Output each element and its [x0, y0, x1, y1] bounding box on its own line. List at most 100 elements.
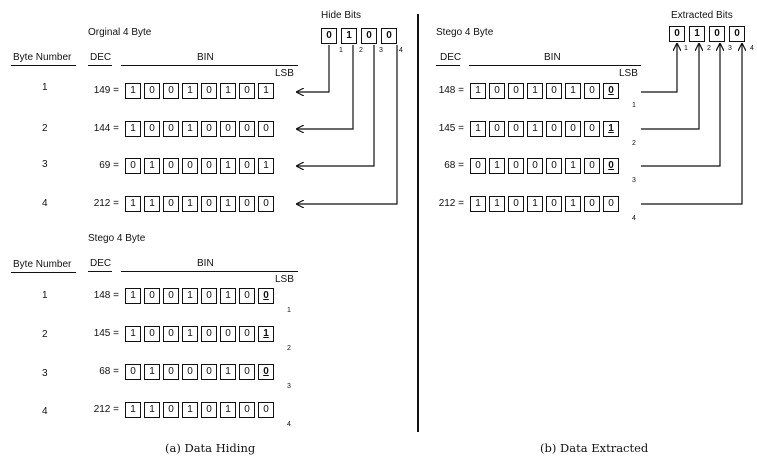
header-rule	[88, 271, 112, 272]
bit-cell: 0	[220, 326, 236, 342]
bit-cell: 0	[182, 364, 198, 380]
hide-bit-index: 2	[359, 47, 363, 54]
bit-cell: 0	[565, 121, 581, 137]
bit-cell: 0	[546, 121, 562, 137]
decimal-value: 68 =	[444, 160, 464, 171]
bit-cell: 0	[201, 326, 217, 342]
decimal-value: 149 =	[93, 85, 119, 96]
bit-cell: 1	[220, 364, 236, 380]
lsb-label: LSB	[619, 68, 638, 79]
bit-cell: 0	[220, 121, 236, 137]
arrow-line	[641, 44, 742, 205]
extracted-bits-label: Extracted Bits	[671, 10, 733, 21]
bit-cell: 0	[144, 326, 160, 342]
byte-number: 3	[42, 368, 48, 379]
bit-cell: 0	[258, 121, 274, 137]
bit-cell: 1	[470, 121, 486, 137]
extracted-bit: 0	[669, 26, 685, 42]
decimal-value: 148 =	[438, 85, 464, 96]
bit-cell: 1	[565, 196, 581, 212]
header-rule	[88, 65, 112, 66]
extracted-bit: 0	[729, 26, 745, 42]
lsb-index: 3	[287, 383, 291, 390]
lsb-index: 3	[632, 177, 636, 184]
bit-cell: 0	[584, 121, 600, 137]
stego-bytes-title: Stego 4 Byte	[88, 233, 146, 244]
byte-number: 1	[42, 290, 48, 301]
bit-cell: 1	[258, 158, 274, 174]
hide-bit-index: 3	[379, 47, 383, 54]
bit-cell: 1	[220, 83, 236, 99]
bit-cell: 0	[239, 196, 255, 212]
bit-cell: 1	[527, 121, 543, 137]
bit-cell: 0	[201, 364, 217, 380]
byte-number: 4	[42, 198, 48, 209]
byte-number: 2	[42, 123, 48, 134]
extracted-bits-group: 0 1 0 0	[669, 26, 745, 42]
hide-bit: 1	[341, 28, 357, 44]
header-rule	[11, 65, 76, 66]
bit-cell: 0	[163, 288, 179, 304]
bit-cell: 0	[239, 83, 255, 99]
bit-cell: 0	[201, 158, 217, 174]
bit-cell: 0	[163, 121, 179, 137]
lsb-label: LSB	[275, 274, 294, 285]
bin-header: BIN	[544, 52, 561, 63]
bin-header: BIN	[197, 52, 214, 63]
dec-header: DEC	[90, 258, 112, 269]
lsb-index: 1	[287, 307, 291, 314]
bit-cell: 0	[584, 83, 600, 99]
bit-cell: 0	[239, 364, 255, 380]
bit-cell: 1	[182, 121, 198, 137]
lsb-bit-cell: 1	[258, 326, 274, 342]
bit-cell: 0	[125, 364, 141, 380]
bit-cell: 1	[125, 196, 141, 212]
decimal-value: 145 =	[438, 123, 464, 134]
arrow-line	[297, 45, 398, 204]
arrow-line	[641, 44, 677, 93]
bit-cell: 0	[508, 196, 524, 212]
header-rule	[121, 271, 298, 272]
hide-bit: 0	[361, 28, 377, 44]
extracted-bit-index: 4	[750, 45, 754, 52]
bit-cell: 0	[163, 83, 179, 99]
bit-cell: 0	[182, 158, 198, 174]
byte-number: 1	[42, 82, 48, 93]
byte-number: 3	[42, 159, 48, 170]
lsb-bit-cell: 0	[258, 288, 274, 304]
panel-divider	[417, 14, 419, 432]
bit-cell: 1	[258, 83, 274, 99]
header-rule	[469, 65, 641, 66]
hide-bit-index: 1	[339, 47, 343, 54]
hide-bit: 0	[321, 28, 337, 44]
header-rule	[121, 65, 298, 66]
bit-cell: 0	[527, 158, 543, 174]
arrow-line	[641, 44, 699, 130]
stego-bytes-title: Stego 4 Byte	[436, 27, 494, 38]
bit-cell: 0	[239, 158, 255, 174]
arrow-line	[297, 45, 354, 129]
lsb-index: 4	[287, 421, 291, 428]
bit-cell: 1	[144, 364, 160, 380]
bit-cell: 0	[239, 121, 255, 137]
lsb-index: 4	[632, 215, 636, 222]
bit-cell: 0	[546, 83, 562, 99]
dec-header: DEC	[440, 52, 462, 63]
bit-cell: 1	[182, 196, 198, 212]
bit-cell: 0	[144, 288, 160, 304]
lsb-index: 1	[632, 102, 636, 109]
bit-cell: 1	[182, 326, 198, 342]
byte-number: 4	[42, 406, 48, 417]
bit-cell: 0	[201, 288, 217, 304]
bit-cell: 0	[201, 83, 217, 99]
bit-cell: 0	[201, 196, 217, 212]
header-rule	[436, 65, 460, 66]
lsb-bit-cell: 0	[603, 83, 619, 99]
bit-cell: 0	[163, 402, 179, 418]
bit-cell: 0	[489, 83, 505, 99]
